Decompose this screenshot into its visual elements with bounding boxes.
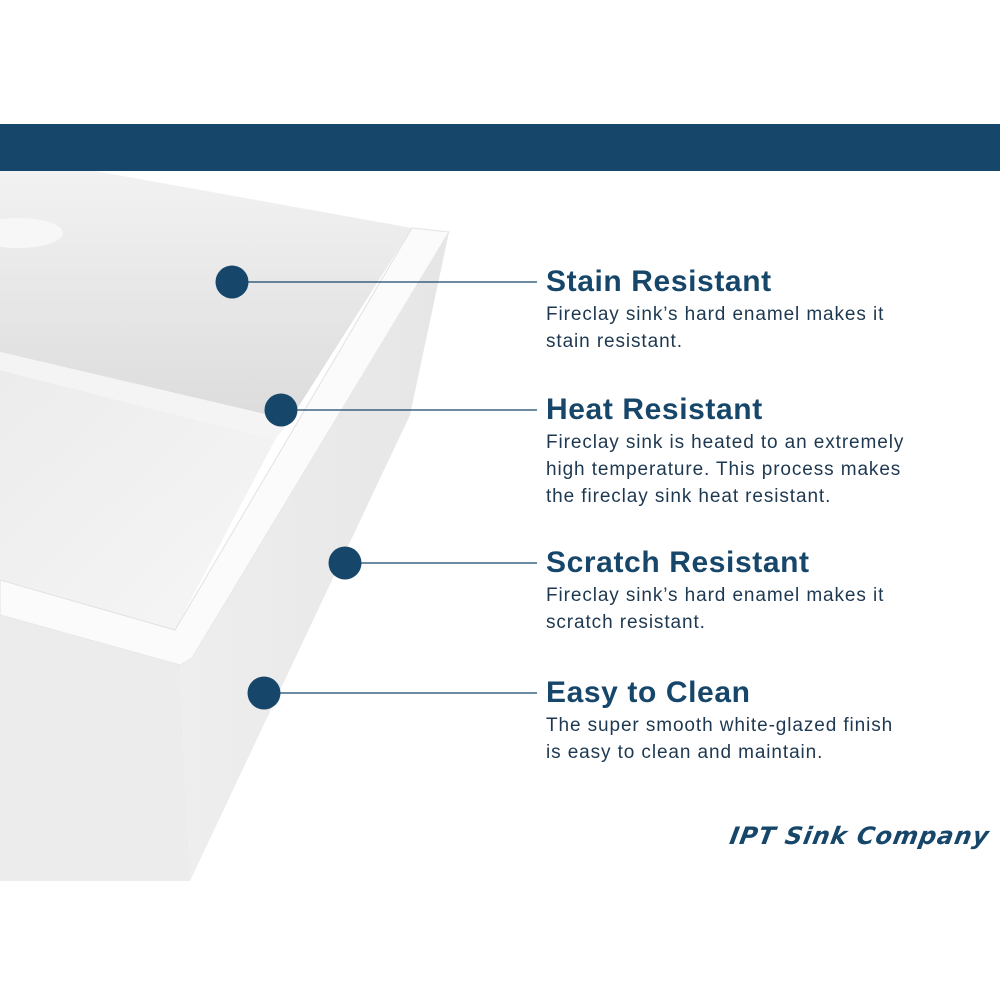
feature-text: scratch resistant. bbox=[546, 612, 706, 633]
sink-ledge bbox=[0, 352, 290, 440]
sink-drain bbox=[0, 218, 63, 248]
feature-stain-resistant: Stain Resistant Fireclay sink’s hard ena… bbox=[546, 265, 986, 355]
sink-illustration bbox=[0, 171, 450, 881]
feature-title: Heat Resistant bbox=[546, 393, 763, 426]
sink-right-face bbox=[180, 232, 449, 881]
feature-heat-resistant: Heat Resistant Fireclay sink is heated t… bbox=[546, 393, 986, 510]
feature-text: is easy to clean and maintain. bbox=[546, 742, 824, 763]
callout-clean bbox=[247, 676, 537, 710]
feature-text: Fireclay sink’s hard enamel makes it bbox=[546, 304, 885, 325]
feature-text: Fireclay sink is heated to an extremely bbox=[546, 432, 905, 453]
sink-floor bbox=[0, 370, 275, 630]
feature-text: stain resistant. bbox=[546, 331, 683, 352]
feature-title: Stain Resistant bbox=[546, 265, 772, 298]
callout-dot bbox=[247, 676, 281, 710]
callout-heat bbox=[264, 393, 537, 427]
feature-text: The super smooth white-glazed finish bbox=[546, 715, 894, 736]
callout-scratch bbox=[328, 546, 537, 580]
brand-logo: IPT Sink Company bbox=[727, 822, 992, 850]
feature-title: Easy to Clean bbox=[546, 676, 751, 709]
callout-stain bbox=[215, 265, 537, 299]
feature-text: the fireclay sink heat resistant. bbox=[546, 486, 832, 507]
feature-title: Scratch Resistant bbox=[546, 546, 810, 579]
feature-text: high temperature. This process makes bbox=[546, 459, 902, 480]
callout-dot bbox=[215, 265, 249, 299]
feature-scratch-resistant: Scratch Resistant Fireclay sink’s hard e… bbox=[546, 546, 986, 636]
callout-dot bbox=[328, 546, 362, 580]
callout-dot bbox=[264, 393, 298, 427]
feature-easy-to-clean: Easy to Clean The super smooth white-gla… bbox=[546, 676, 986, 766]
header-band bbox=[0, 124, 1000, 171]
sink-back-wall bbox=[0, 171, 412, 420]
feature-text: Fireclay sink’s hard enamel makes it bbox=[546, 585, 885, 606]
sink-front-face bbox=[0, 615, 190, 881]
